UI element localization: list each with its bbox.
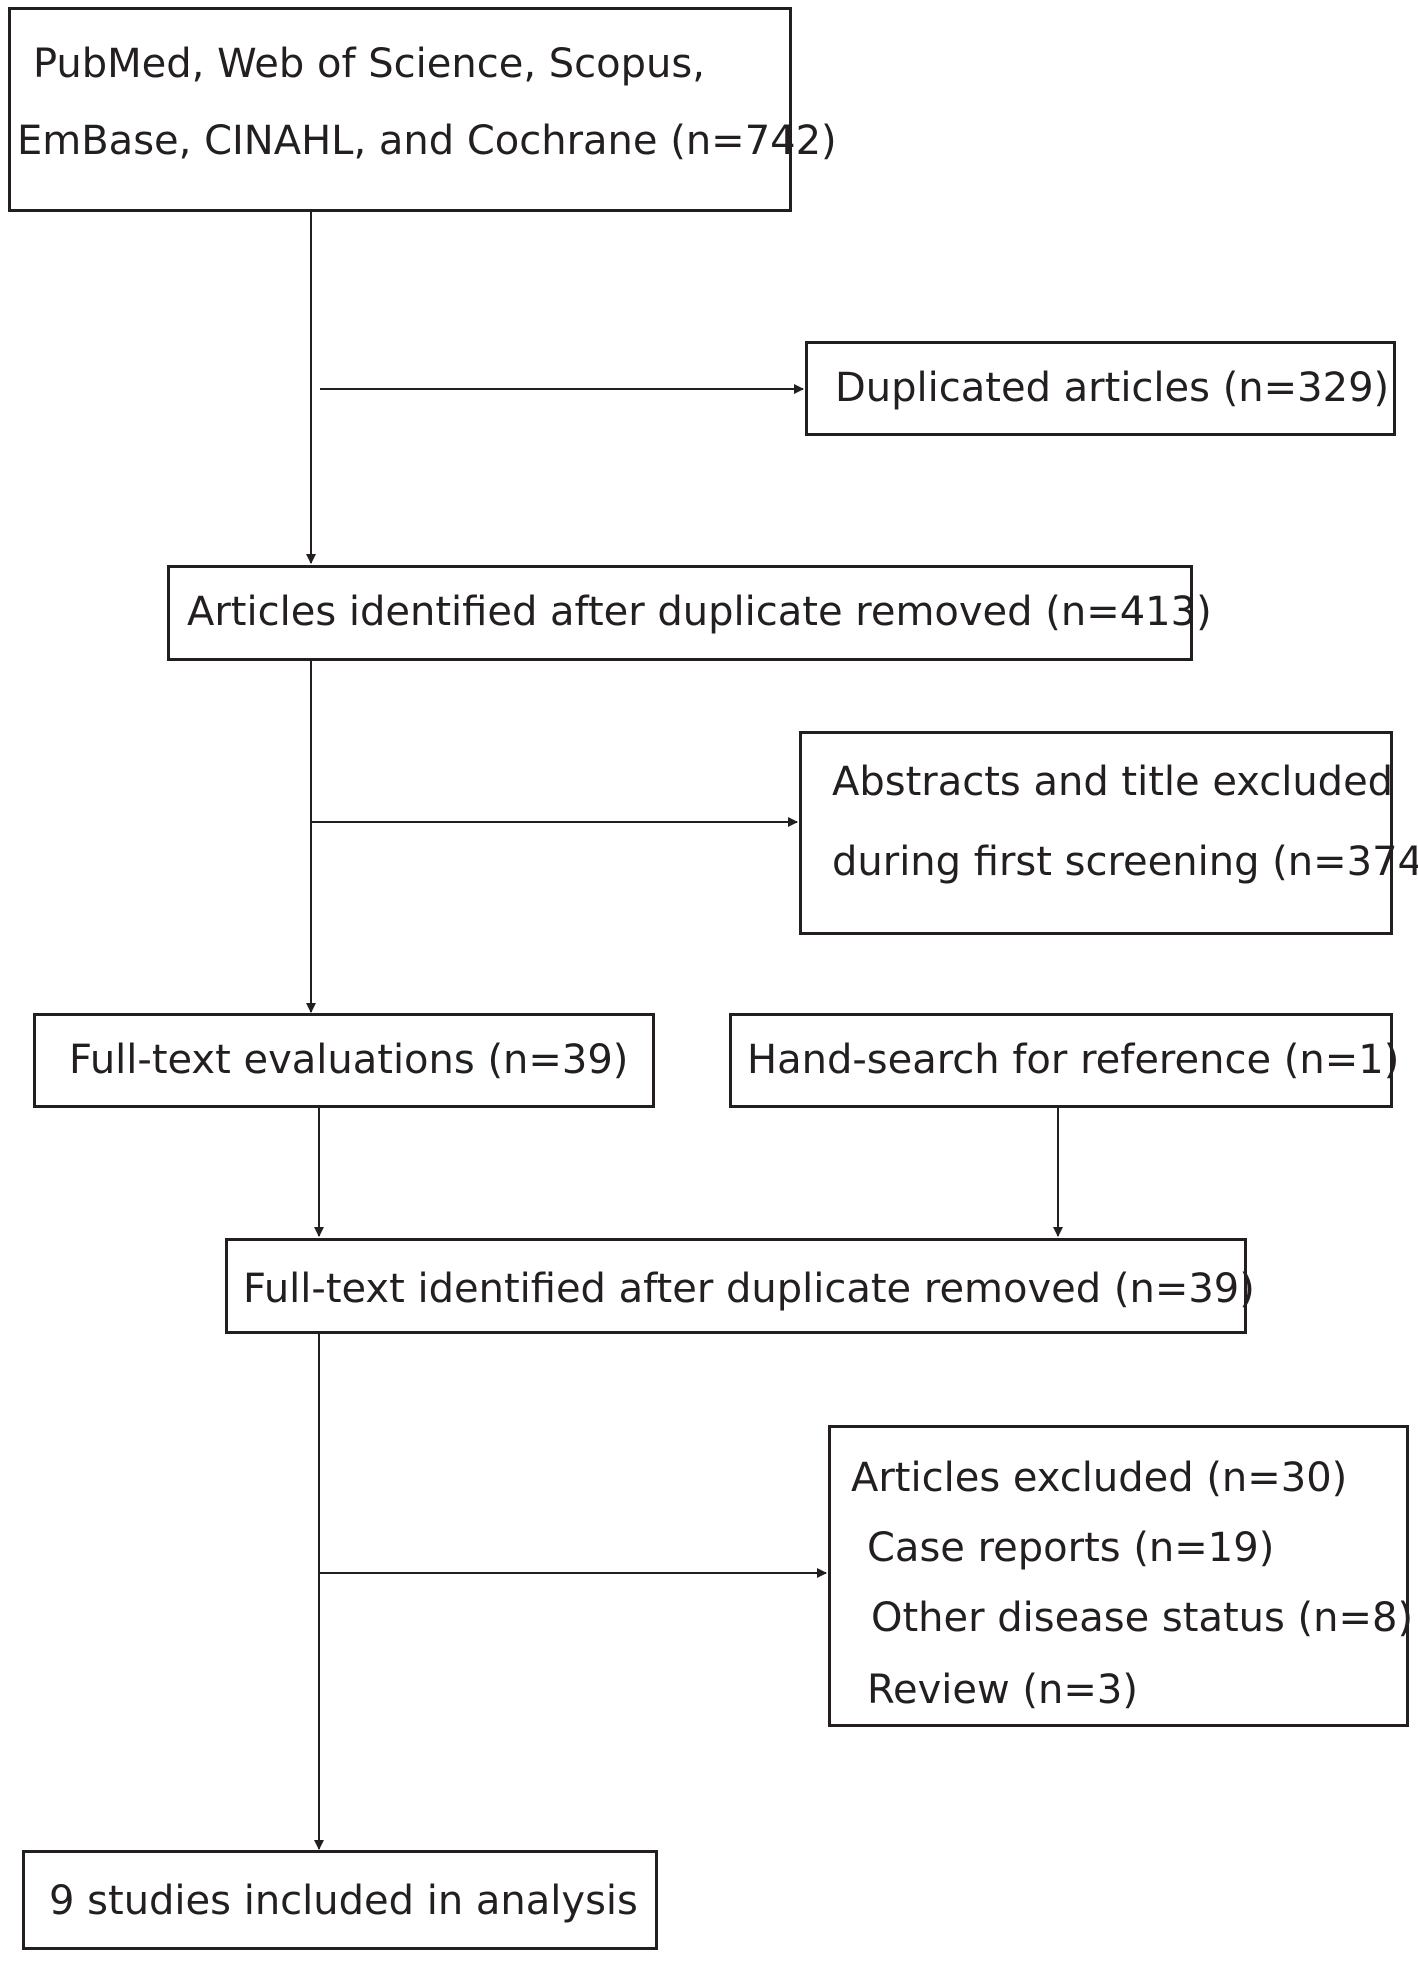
box-hand-search-text: Hand-search for reference (n=1) [747,1037,1400,1083]
box-full-text-identified-text: Full-text identified after duplicate rem… [243,1266,1255,1312]
box-full-text-identified: Full-text identified after duplicate rem… [225,1238,1255,1334]
box-included: 9 studies included in analysis [22,1850,658,1950]
box-full-text-eval-text: Full-text evaluations (n=39) [69,1037,629,1083]
box-duplicated-text: Duplicated articles (n=329) [835,365,1390,411]
box-sources: PubMed, Web of Science, Scopus, EmBase, … [8,7,837,212]
box-included-text: 9 studies included in analysis [49,1878,638,1924]
box-duplicated: Duplicated articles (n=329) [805,341,1396,436]
articles-excluded-item: Other disease status (n=8) [871,1595,1414,1641]
box-sources-line-2: EmBase, CINAHL, and Cochrane (n=742) [17,118,837,164]
articles-excluded-title: Articles excluded (n=30) [851,1455,1348,1501]
box-abstracts-excluded-line-2: during first screening (n=374) [832,839,1418,885]
box-abstracts-excluded-line-1: Abstracts and title excluded [832,759,1394,805]
box-full-text-eval: Full-text evaluations (n=39) [33,1013,655,1108]
articles-excluded-item: Case reports (n=19) [867,1525,1275,1571]
box-identified: Articles identified after duplicate remo… [167,565,1212,661]
box-articles-excluded: Articles excluded (n=30) Case reports (n… [828,1425,1413,1727]
articles-excluded-item: Review (n=3) [867,1667,1138,1713]
box-abstracts-excluded: Abstracts and title excluded during firs… [799,731,1418,935]
box-hand-search: Hand-search for reference (n=1) [729,1013,1399,1108]
box-identified-text: Articles identified after duplicate remo… [187,589,1212,635]
box-sources-line-1: PubMed, Web of Science, Scopus, [33,41,705,87]
